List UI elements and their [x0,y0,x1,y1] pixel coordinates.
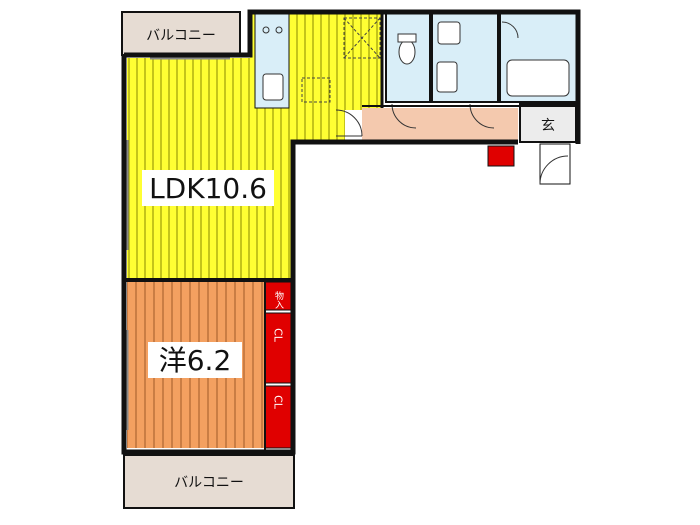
outer-wall [124,9,581,104]
washing-machine-icon [436,61,458,93]
storage-label: 物入 [273,290,284,309]
closet-1-label: CL [272,328,285,343]
appliance-space [301,77,331,103]
balcony-top [121,11,241,56]
wash-basin-icon [437,21,461,45]
closet-2 [264,385,292,449]
sink-icon [262,73,284,101]
balcony-top-label: バルコニー [146,28,216,44]
closet-1 [264,312,292,384]
fridge-space [343,17,381,59]
entrance-label: 玄 [541,117,555,134]
outer-wall [121,55,518,455]
entrance [519,103,577,143]
balcony-bottom-label: バルコニー [174,475,244,491]
hallway [362,108,518,140]
western-room-label: 洋6.2 [159,344,232,377]
stove-burner-icon [262,26,270,34]
toilet-icon [398,39,416,65]
balcony-bottom [123,454,295,509]
entrance-box-icon [487,145,515,167]
ldk-label: LDK10.6 [149,172,267,205]
bathtub-icon [506,59,570,97]
closet-2-label: CL [272,395,285,410]
stove-burner-icon [275,26,283,34]
entrance-door [539,143,571,185]
